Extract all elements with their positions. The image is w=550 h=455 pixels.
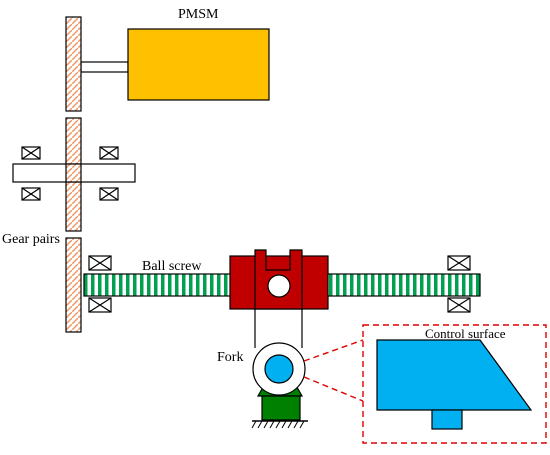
motor-label: PMSM <box>178 7 219 22</box>
bearing-icon <box>88 297 112 313</box>
bearing-icon <box>99 187 119 201</box>
control-surface <box>376 339 533 411</box>
control-surface-mount <box>431 409 463 430</box>
control-surface-detail: Control surface <box>362 324 547 444</box>
gear-plate-bottom <box>65 237 82 333</box>
gears-label: Gear pairs <box>2 232 60 247</box>
gear-shaft: Gear pairs <box>2 146 136 247</box>
motor-shaft <box>80 61 129 73</box>
fork: Fork <box>217 309 308 429</box>
bearing-icon <box>88 255 112 271</box>
motor-body <box>127 28 270 101</box>
screw-label: Ball screw <box>142 259 202 274</box>
bearing-icon <box>447 297 471 313</box>
fork-label: Fork <box>217 350 243 365</box>
gear-plate-top <box>65 16 82 112</box>
zoom-lines <box>303 339 364 402</box>
ball-screw-nut <box>229 249 329 310</box>
bearing-icon <box>21 187 41 201</box>
fork-shaft <box>264 354 294 384</box>
pmsm-motor: PMSM <box>80 7 270 101</box>
fork-arms <box>254 309 303 348</box>
bearing-icon <box>447 255 471 271</box>
surface-label: Control surface <box>425 326 506 341</box>
fork-pin <box>267 274 291 298</box>
bearing-icon <box>21 146 41 160</box>
bearing-icon <box>99 146 119 160</box>
ground-hatch <box>251 420 305 429</box>
zoom-frame <box>362 324 547 444</box>
